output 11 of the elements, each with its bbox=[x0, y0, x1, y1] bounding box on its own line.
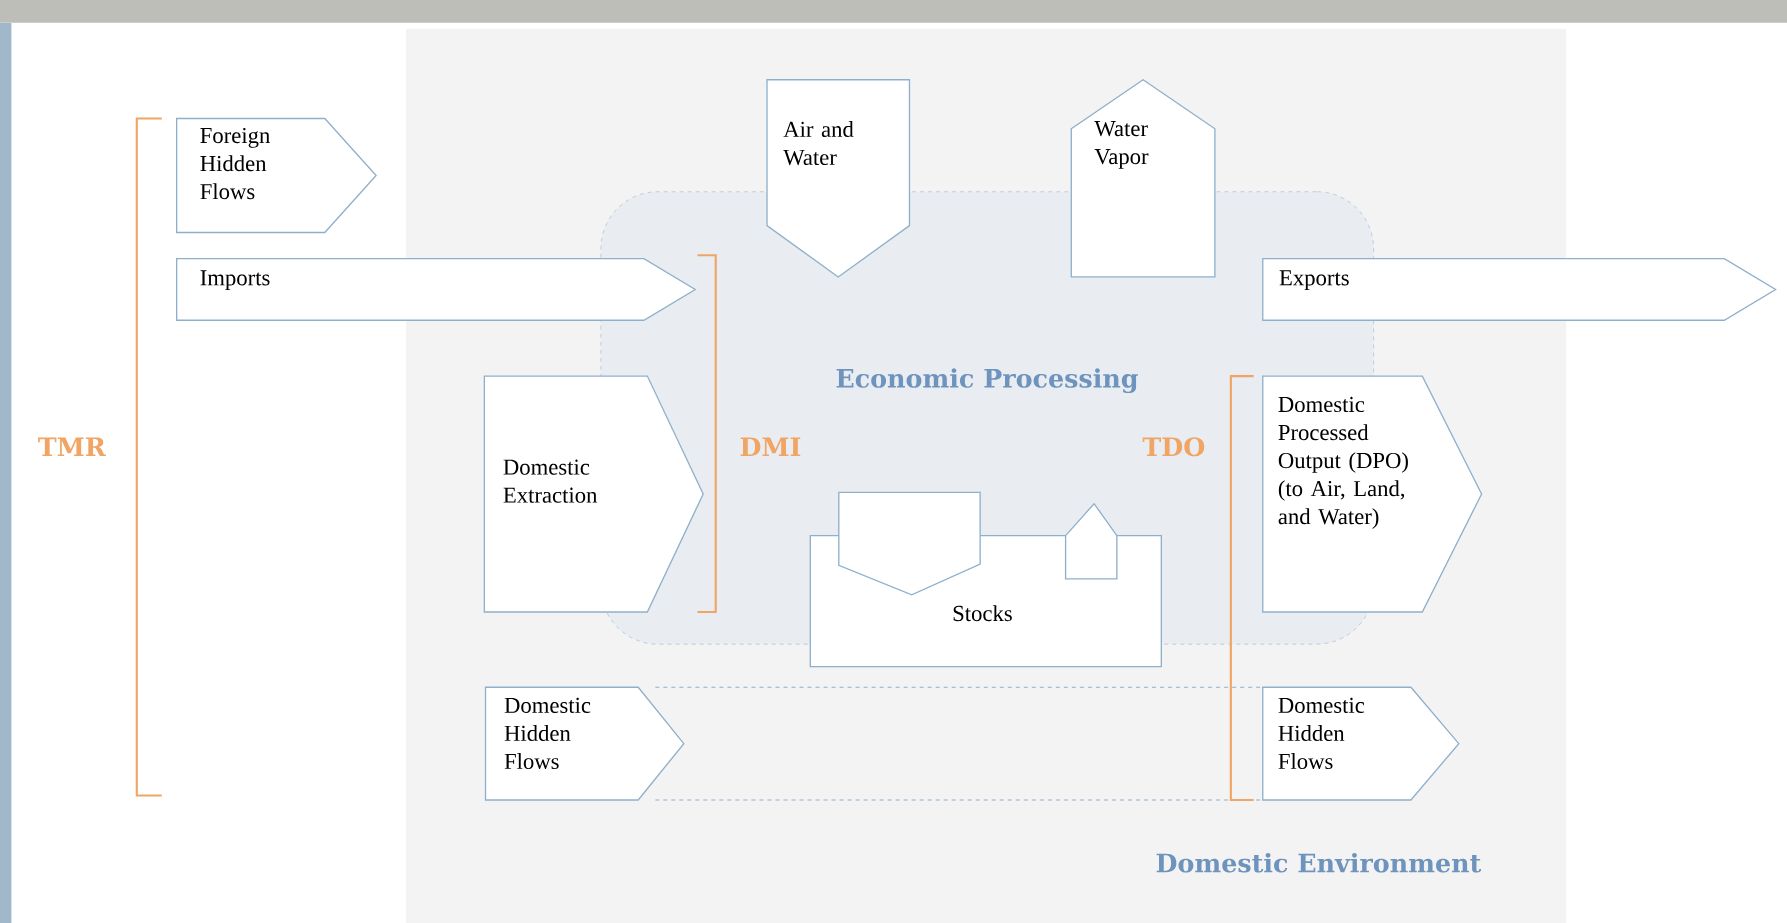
bracket-label: TMR bbox=[38, 437, 106, 456]
arrow-box: Domestic Extraction bbox=[483, 375, 704, 613]
arrow-box: Exports bbox=[1262, 257, 1777, 321]
bracket-label: TDO bbox=[1142, 437, 1205, 457]
arrow-box: Water Vapor bbox=[1070, 78, 1216, 278]
arrow-box: Foreign Hidden Flows bbox=[176, 117, 377, 234]
arrow-box: Imports bbox=[176, 257, 697, 321]
bracket-label: DMI bbox=[740, 437, 801, 456]
arrow-box: Domestic Processed Output (DPO) (to Air, Land, and Water) bbox=[1262, 375, 1483, 613]
arrow-box: Air and Water bbox=[766, 79, 911, 278]
node-label: Exports bbox=[1279, 270, 1349, 291]
